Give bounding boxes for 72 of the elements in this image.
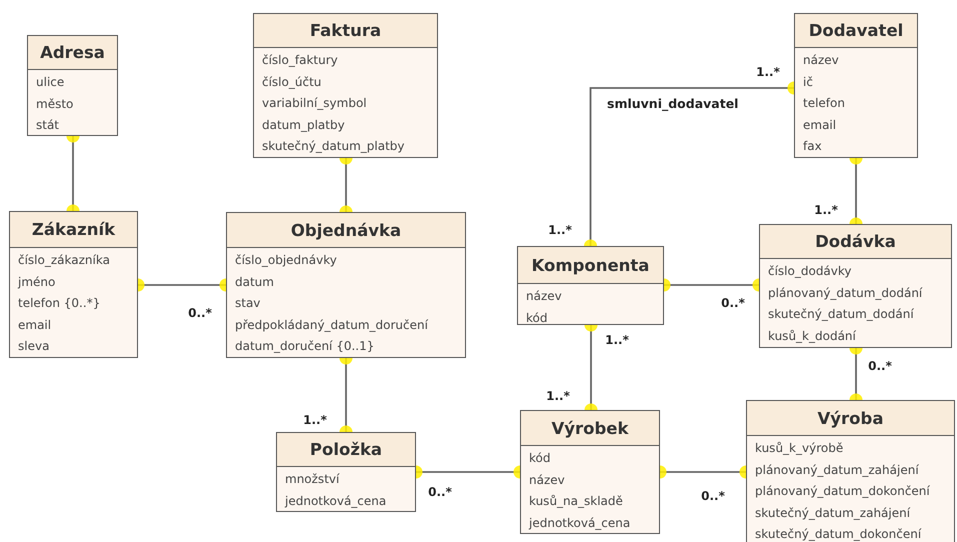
class-box (253, 13, 438, 158)
class-box (517, 246, 664, 325)
attribute: město (36, 96, 74, 113)
attribute: kusů_k_dodání (768, 328, 856, 345)
attribute: číslo_zákazníka (18, 252, 110, 269)
class-box (226, 212, 466, 358)
attribute: ič (803, 74, 813, 91)
attribute: fax (803, 138, 822, 156)
class-name: Objednávka (290, 220, 402, 240)
attribute: sleva (18, 338, 50, 356)
attribute: telefon (803, 95, 845, 112)
class-box (9, 211, 138, 358)
attribute: email (803, 116, 836, 134)
attribute: jednotková_cena (285, 492, 386, 510)
multiplicity-label: 1..* (756, 65, 780, 79)
multiplicity-label: 1..* (303, 413, 327, 427)
class-box (27, 35, 118, 136)
class-box (276, 432, 416, 512)
attribute: skutečný_datum_zahájení (755, 504, 910, 522)
attribute: stav (235, 295, 260, 312)
class-name: Dodavatel (808, 21, 904, 40)
attribute: kusů_na_skladě (529, 493, 623, 510)
class-box (520, 410, 660, 534)
attribute: číslo_objednávky (235, 252, 337, 269)
attribute: datum (235, 274, 274, 291)
multiplicity-label: 0..* (428, 485, 452, 499)
multiplicity-label: 0..* (701, 489, 725, 503)
attribute: název (526, 288, 562, 305)
multiplicity-label: 1..* (814, 203, 838, 217)
attribute: ulice (36, 74, 64, 91)
class-name: Komponenta (532, 256, 650, 274)
attribute: číslo_účtu (262, 74, 322, 91)
attribute: email (18, 316, 52, 334)
attribute: předpokládaný_datum_doručení (235, 316, 428, 334)
attribute: plánovaný_datum_dodání (768, 284, 922, 302)
attribute: plánovaný_datum_zahájení (755, 462, 919, 479)
attribute: skutečný_datum_dodání (768, 306, 914, 324)
multiplicity-label: 0..* (188, 306, 212, 320)
class-name: Položka (310, 440, 382, 459)
multiplicity-label: 1..* (605, 333, 629, 347)
attribute: datum_platby (262, 116, 345, 134)
class-box (794, 13, 918, 158)
class-name: Adresa (40, 43, 105, 62)
attribute: název (529, 472, 565, 489)
attribute: kód (529, 450, 550, 467)
attribute: množství (285, 471, 340, 488)
attribute: název (803, 52, 839, 69)
attribute: číslo_faktury (262, 52, 338, 69)
attribute: skutečný_datum_dokončení (755, 526, 922, 542)
attribute: kód (526, 310, 548, 327)
class-name: Dodávka (815, 232, 896, 251)
attribute: jméno (18, 274, 56, 291)
attribute: variabilní_symbol (262, 95, 367, 112)
class-box (746, 400, 955, 542)
multiplicity-label: 1..* (546, 389, 570, 403)
edge-label: smluvni_dodavatel (606, 96, 740, 111)
attribute: plánovaný_datum_dokončení (755, 483, 930, 500)
attribute: skutečný_datum_platby (262, 138, 405, 156)
class-name: Výrobek (552, 418, 628, 438)
attribute: telefon {0..*} (18, 295, 100, 312)
attribute: kusů_k_výrobě (755, 440, 844, 457)
class-name: Faktura (310, 21, 382, 40)
class-box (759, 224, 952, 348)
multiplicity-label: 0..* (868, 359, 892, 373)
attribute: datum_doručení {0..1} (235, 338, 374, 356)
attribute: jednotková_cena (529, 514, 630, 532)
attribute: stát (36, 117, 60, 134)
multiplicity-label: 1..* (548, 223, 572, 237)
class-name: Výroba (818, 408, 884, 428)
attribute: číslo_dodávky (768, 263, 852, 280)
multiplicity-label: 0..* (721, 296, 745, 310)
class-name: Zákazník (32, 220, 116, 239)
